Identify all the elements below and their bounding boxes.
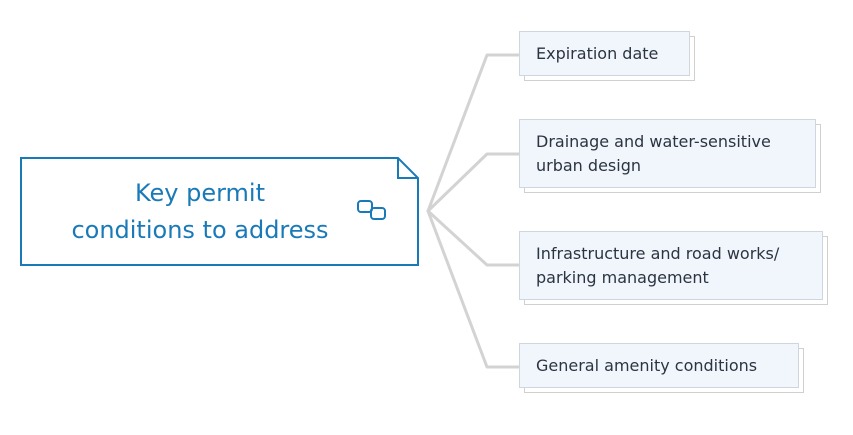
child-label-line: Drainage and water-sensitive	[536, 131, 771, 151]
child-label-line: parking management	[536, 267, 709, 287]
connector-4	[426, 209, 521, 369]
child-node-general-amenity[interactable]: General amenity conditions	[519, 343, 804, 393]
root-label-line-1: Key permit	[134, 178, 266, 207]
child-node-drainage[interactable]: Drainage and water-sensitive urban desig…	[519, 119, 821, 193]
connector-2	[426, 152, 521, 213]
child-node-infrastructure[interactable]: Infrastructure and road works/ parking m…	[519, 231, 828, 305]
child-node-box: Expiration date	[519, 31, 690, 76]
root-node-shape	[20, 157, 419, 266]
root-label: Key permit conditions to address	[21, 158, 371, 265]
connector-3	[426, 209, 521, 267]
link-icon[interactable]	[357, 200, 386, 220]
child-node-expiration-date[interactable]: Expiration date	[519, 31, 695, 81]
root-label-line-2: conditions to address	[71, 215, 329, 244]
child-label-line: Expiration date	[536, 43, 659, 63]
child-node-box: General amenity conditions	[519, 343, 799, 388]
child-node-box: Infrastructure and road works/ parking m…	[519, 231, 823, 300]
root-node[interactable]: Key permit conditions to address	[21, 158, 418, 265]
child-node-box: Drainage and water-sensitive urban desig…	[519, 119, 816, 188]
child-label-line: General amenity conditions	[536, 355, 758, 375]
child-label-line: Infrastructure and road works/	[536, 243, 780, 263]
child-label-line: urban design	[536, 155, 641, 175]
connector-1	[426, 53, 521, 213]
